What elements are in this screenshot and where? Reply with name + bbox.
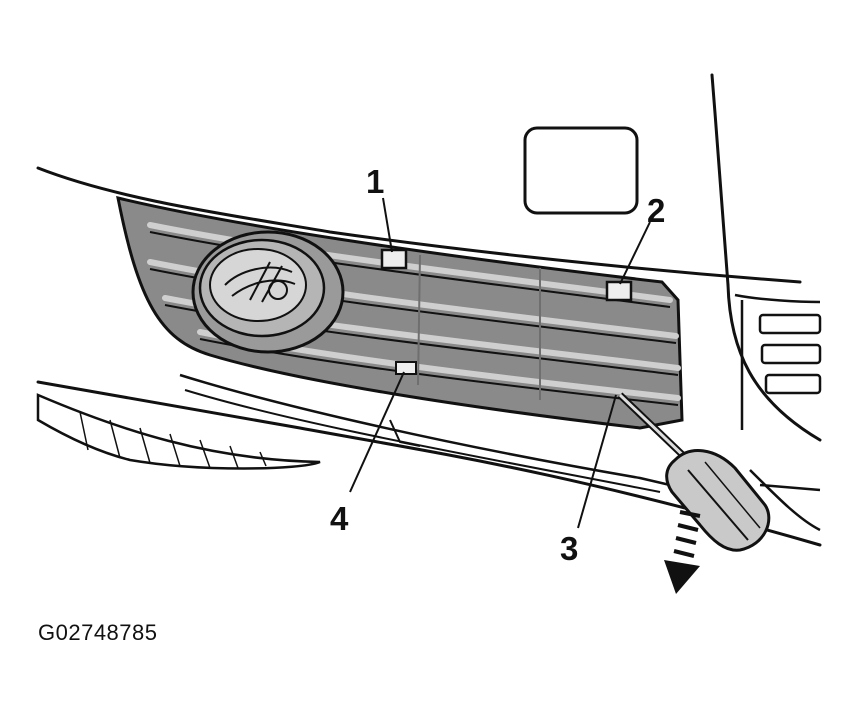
lower-spoiler <box>36 373 701 494</box>
callout-1: 1 <box>366 163 384 200</box>
fog-lamp <box>191 230 345 354</box>
clip-2 <box>605 280 633 302</box>
bumper-outline <box>36 73 822 547</box>
callout-3: 3 <box>560 530 578 567</box>
callout-4: 4 <box>330 500 349 537</box>
figure-id-label: G02748785 <box>38 620 158 645</box>
radiator-grille <box>734 293 822 532</box>
tow-eye-cover <box>523 126 639 215</box>
callout-2: 2 <box>647 192 665 229</box>
clip-1 <box>380 248 408 270</box>
screwdriver <box>617 392 771 552</box>
clip-4 <box>395 361 417 375</box>
leader-lines <box>349 197 651 529</box>
pry-direction-arrow-icon <box>664 510 701 594</box>
